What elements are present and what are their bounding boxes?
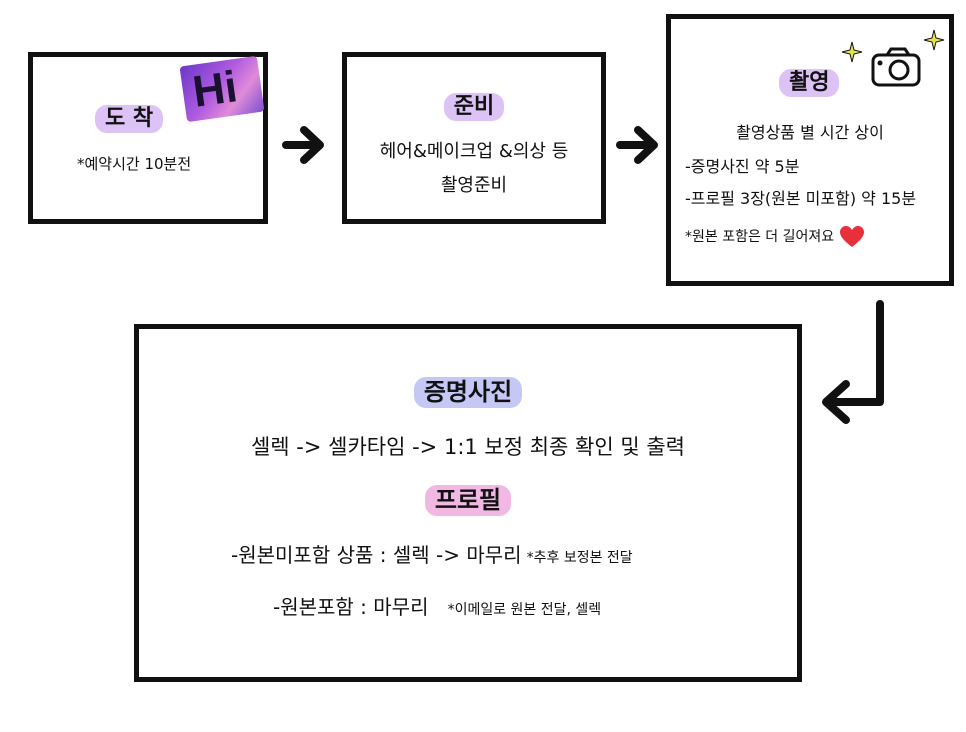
hi-sticker-text: Hi bbox=[189, 62, 241, 117]
step-arrival-box: 도 착 *예약시간 10분전 Hi bbox=[28, 52, 268, 224]
id-photo-flow: 셀렉 -> 셀카타임 -> 1:1 보정 최종 확인 및 출력 bbox=[250, 435, 686, 459]
sparkle-icon bbox=[841, 41, 863, 63]
profile-line1-note: *추후 보정본 전달 bbox=[526, 550, 633, 566]
sparkle-icon bbox=[923, 29, 945, 51]
profile-title: 프로필 bbox=[424, 485, 512, 516]
step-prep-line1: 헤어&메이크업 &의상 등 bbox=[379, 141, 569, 162]
profile-line2: -원본포함 : 마무리 bbox=[273, 595, 429, 619]
id-photo-title: 증명사진 bbox=[413, 377, 523, 408]
heart-icon bbox=[839, 226, 864, 247]
profile-line1: -원본미포함 상품 : 셀렉 -> 마무리 bbox=[231, 543, 522, 567]
step-arrival-note: *예약시간 10분전 bbox=[77, 155, 192, 173]
step-shoot-line3: -프로필 3장(원본 미포함) 약 15분 bbox=[685, 189, 917, 208]
arrow-right-icon bbox=[282, 126, 324, 164]
step-arrival-title: 도 착 bbox=[95, 105, 164, 134]
step-prep-line2: 촬영준비 bbox=[440, 175, 508, 196]
step-shoot-line2: -증명사진 약 5분 bbox=[685, 157, 800, 176]
step-shoot-title: 촬영 bbox=[779, 69, 840, 98]
profile-line2-note: *이메일로 원본 전달, 셀렉 bbox=[447, 602, 602, 618]
step-shoot-note: *원본 포함은 더 길어져요 bbox=[685, 229, 835, 245]
hi-sticker: Hi bbox=[179, 55, 265, 123]
step-prep-box: 준비 헤어&메이크업 &의상 등 촬영준비 bbox=[342, 52, 606, 224]
step-shoot-line1: 촬영상품 별 시간 상이 bbox=[736, 123, 884, 142]
step-details-box: 증명사진 셀렉 -> 셀카타임 -> 1:1 보정 최종 확인 및 출력 프로필… bbox=[134, 324, 802, 682]
arrow-right-icon bbox=[616, 126, 658, 164]
step-shoot-box: 촬영 촬영상품 별 시간 상이 -증명사진 약 5분 -프로필 3장(원본 미포… bbox=[666, 14, 954, 286]
arrow-down-left-icon bbox=[822, 300, 884, 424]
step-prep-title: 준비 bbox=[443, 93, 505, 122]
camera-icon bbox=[871, 47, 921, 87]
